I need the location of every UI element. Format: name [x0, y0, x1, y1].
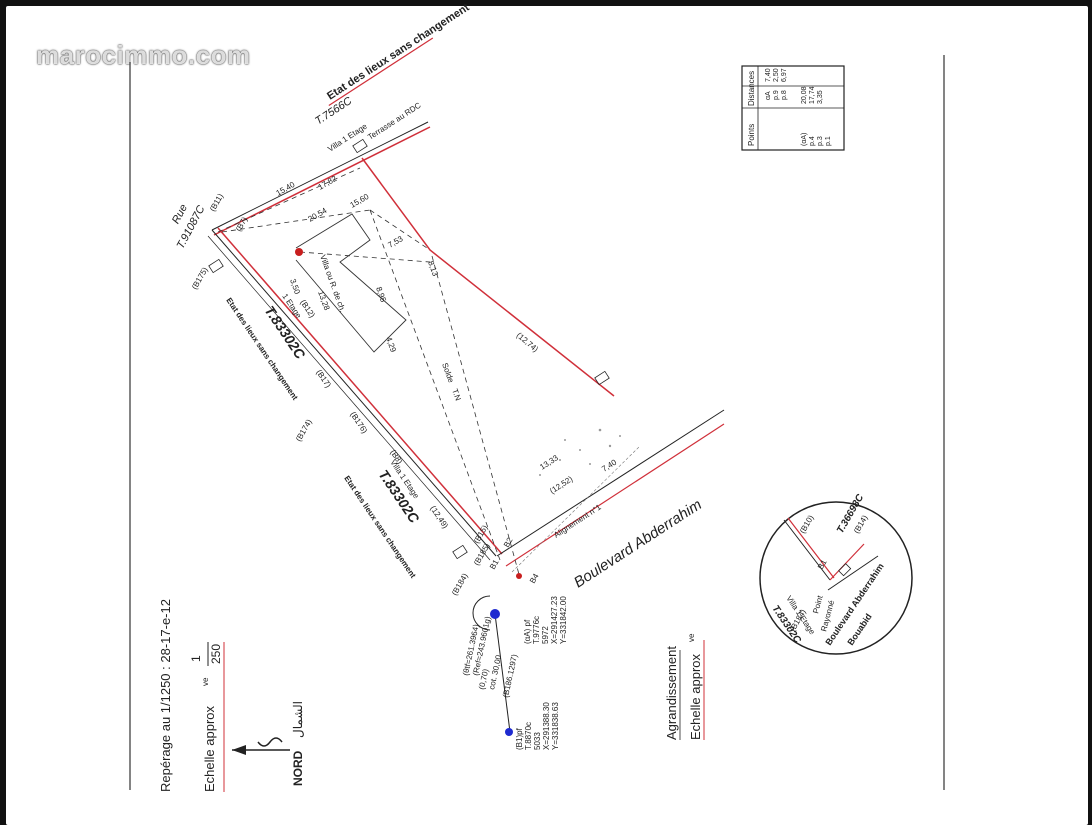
svg-text:3,50: 3,50 — [288, 278, 302, 296]
svg-text:17,74: 17,74 — [809, 86, 816, 104]
station-point-red-bottom — [516, 573, 522, 579]
reference-point-blue-1 — [490, 609, 500, 619]
svg-text:(B184): (B184) — [450, 571, 470, 597]
svg-text:B1: B1 — [488, 558, 501, 571]
radiation-line — [494, 613, 511, 733]
svg-text:(αA) pf: (αA) pf — [523, 619, 532, 644]
svg-text:3,35: 3,35 — [817, 90, 824, 104]
svg-text:ve: ve — [201, 677, 210, 686]
plan-sheet — [6, 6, 1088, 825]
agrandissement-title: Agrandissement — [664, 646, 681, 740]
svg-text:B1: B1 — [816, 558, 829, 571]
svg-text:(B10): (B10) — [798, 513, 816, 535]
svg-text:الشمال: الشمال — [291, 701, 305, 738]
svg-text:Echelle approx: Echelle approx — [688, 654, 703, 740]
svg-text:5972: 5972 — [541, 626, 550, 644]
svg-text:1: 1 — [189, 655, 203, 662]
svg-text:(B176): (B176) — [348, 410, 369, 435]
svg-text:(B175): (B175) — [190, 265, 210, 291]
svg-text:B2: B2 — [502, 536, 515, 549]
svg-text:5033: 5033 — [533, 732, 542, 750]
svg-text:4,29: 4,29 — [384, 336, 398, 354]
echelle-left: Echelle approx ve 1 250 — [189, 642, 225, 792]
svg-text:13,33: 13,33 — [538, 453, 560, 472]
svg-text:p.1: p.1 — [825, 136, 832, 146]
svg-text:(B17): (B17) — [314, 368, 333, 390]
svg-text:T.9776c: T.9776c — [532, 616, 541, 644]
svg-text:2,50: 2,50 — [773, 68, 780, 82]
watermark: marocimmo.com — [36, 40, 251, 70]
reperage-text: Repérage au 1/1250 : 28-17-e-12 — [158, 599, 173, 792]
svg-text:B4: B4 — [528, 572, 541, 585]
svg-text:7,40: 7,40 — [600, 457, 618, 473]
boulevard-hatching — [539, 428, 621, 476]
svg-text:Y=331838.63: Y=331838.63 — [551, 702, 560, 750]
svg-text:(12,52): (12,52) — [548, 474, 574, 496]
agrandissement-echelle: Echelle approx ve — [687, 633, 705, 740]
svg-text:(B15): (B15) — [472, 523, 490, 545]
parcel-boundary-red — [361, 157, 615, 397]
svg-text:13,28: 13,28 — [316, 290, 331, 312]
parcel-boundary-double — [207, 121, 503, 561]
building — [295, 213, 407, 353]
svg-text:(B174): (B174) — [294, 417, 314, 443]
svg-text:p.9: p.9 — [773, 90, 780, 100]
svg-text:X=291388.30: X=291388.30 — [542, 702, 551, 750]
svg-text:T.N: T.N — [450, 388, 463, 403]
title-left: Rue T.91087C — [170, 202, 208, 251]
svg-text:p.4: p.4 — [809, 136, 816, 146]
svg-text:ve: ve — [687, 633, 696, 642]
svg-text:20,54: 20,54 — [307, 206, 329, 224]
point-p1-info: (B1)pf T.8870c 5033 X=291388.30 Y=331838… — [515, 702, 560, 750]
north-arrow — [232, 737, 290, 755]
svg-text:7,40: 7,40 — [765, 68, 772, 82]
svg-text:Etat des lieux sans changement: Etat des lieux sans changement — [325, 1, 472, 102]
svg-text:p.3: p.3 — [817, 136, 824, 146]
svg-text:p.8: p.8 — [781, 90, 788, 100]
svg-text:6,97: 6,97 — [781, 68, 788, 82]
svg-text:(αA): (αA) — [801, 133, 808, 146]
svg-text:(0,70): (0,70) — [477, 668, 490, 691]
svg-text:7,53: 7,53 — [387, 234, 405, 250]
borne-labels: (B11) (B12) (B17) (B174) (B175) (B176) (… — [190, 192, 541, 597]
nord-label: NORD الشمال — [291, 701, 305, 786]
svg-text:T.8870c: T.8870c — [524, 722, 533, 750]
svg-text:Y=331842.00: Y=331842.00 — [559, 596, 568, 644]
svg-text:(B11): (B11) — [208, 192, 225, 213]
interior-solde: Solde — [440, 362, 456, 385]
svg-text:8,95: 8,95 — [374, 286, 388, 304]
svg-text:250: 250 — [209, 644, 223, 664]
svg-text:Alignement n°1: Alignement n°1 — [552, 502, 603, 539]
svg-text:Agrandissement: Agrandissement — [664, 646, 679, 740]
point-p2-info: (αA) pf T.9776c 5972 X=291427.23 Y=33184… — [523, 596, 568, 644]
radial-arc — [472, 595, 491, 631]
svg-text:Points: Points — [747, 124, 756, 146]
svg-text:Point: Point — [811, 594, 825, 615]
svg-text:(B1)pf: (B1)pf — [515, 727, 524, 750]
svg-text:(12,49): (12,49) — [428, 504, 450, 530]
station-point-red-top — [295, 248, 303, 256]
boulevard-line — [496, 409, 725, 573]
svg-text:NORD: NORD — [291, 750, 305, 786]
interior-tn: T.N — [450, 388, 463, 403]
svg-text:15,60: 15,60 — [349, 192, 371, 210]
svg-text:αA: αA — [765, 91, 772, 100]
svg-text:Repérage au 1/1250 : 28-17-e-1: Repérage au 1/1250 : 28-17-e-12 — [158, 599, 173, 792]
boundary-markers — [208, 138, 610, 560]
svg-text:8,13: 8,13 — [426, 260, 440, 278]
svg-text:(B186.1297): (B186.1297) — [501, 653, 519, 698]
svg-text:Solde: Solde — [440, 362, 456, 385]
header-label: Etat des lieux sans changement — [325, 1, 472, 107]
distance-table: Points Distances αA p.9 p.8 7,40 2,50 6,… — [741, 65, 845, 151]
svg-text:Echelle approx: Echelle approx — [202, 706, 217, 792]
svg-text:X=291427.23: X=291427.23 — [550, 596, 559, 644]
svg-text:(B12): (B12) — [298, 298, 317, 320]
construction-lines — [217, 167, 521, 579]
reference-point-blue-2 — [505, 728, 513, 736]
svg-text:Distances: Distances — [747, 71, 756, 106]
enlargement-circle: T.36698C T.83302C Villa 1 Etage Boulevar… — [759, 492, 913, 655]
svg-text:20,08: 20,08 — [801, 86, 808, 104]
